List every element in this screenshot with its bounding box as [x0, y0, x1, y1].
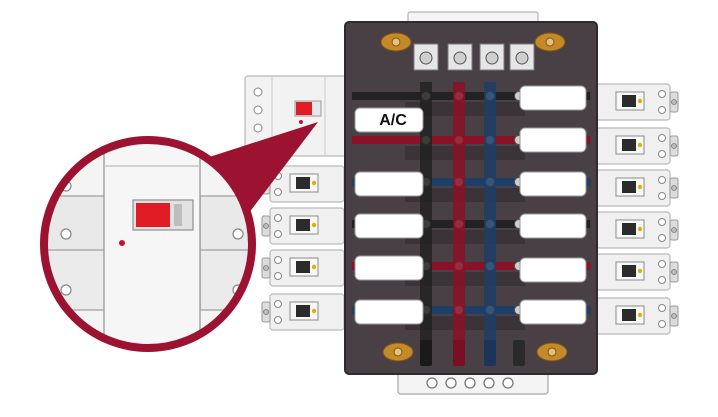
label-pad [354, 107, 424, 133]
magnified-breaker [46, 142, 250, 346]
main-breaker-trip-indicator [296, 102, 312, 115]
bus-bar [352, 262, 590, 270]
label-pad [354, 213, 424, 239]
label-pad [354, 255, 424, 281]
magnified-trip-indicator [136, 203, 170, 227]
rail-hole [426, 377, 438, 389]
breaker-right-4 [595, 211, 679, 249]
main-breaker [244, 75, 348, 157]
distribution-panel [344, 21, 598, 375]
label-pad [519, 127, 587, 153]
bus-bar [352, 178, 590, 186]
label-pad [354, 299, 424, 325]
breaker-right-1 [595, 83, 679, 121]
bus-bar [352, 136, 590, 144]
left-breaker-column [261, 165, 345, 331]
phase-risers [420, 82, 525, 366]
rail-hole [464, 377, 476, 389]
mounting-rail [397, 371, 549, 395]
breaker-right-2 [595, 127, 679, 165]
right-breaker-column [595, 83, 679, 335]
bus-bar [352, 220, 590, 228]
bus-bar [352, 92, 590, 100]
breaker-right-6 [595, 297, 679, 335]
magnifier-ring [40, 136, 256, 352]
main-lugs [413, 43, 535, 71]
magnifier-callout [40, 122, 318, 352]
breaker-right-5 [595, 253, 679, 291]
breaker-right-3 [595, 169, 679, 207]
breaker-left-3 [261, 249, 345, 287]
bus-bar [352, 306, 590, 314]
label-pad [519, 171, 587, 197]
rail-hole [502, 377, 514, 389]
rail-hole [445, 377, 457, 389]
circuit-label-pads [354, 85, 587, 325]
label-pad [519, 85, 587, 111]
label-pad [519, 213, 587, 239]
brass-mounting-tabs [380, 32, 568, 362]
breaker-left-2 [261, 207, 345, 245]
label-pad [519, 299, 587, 325]
rail-hole [483, 377, 495, 389]
label-pad [354, 171, 424, 197]
breaker-left-4 [261, 293, 345, 331]
label-pad [519, 257, 587, 283]
